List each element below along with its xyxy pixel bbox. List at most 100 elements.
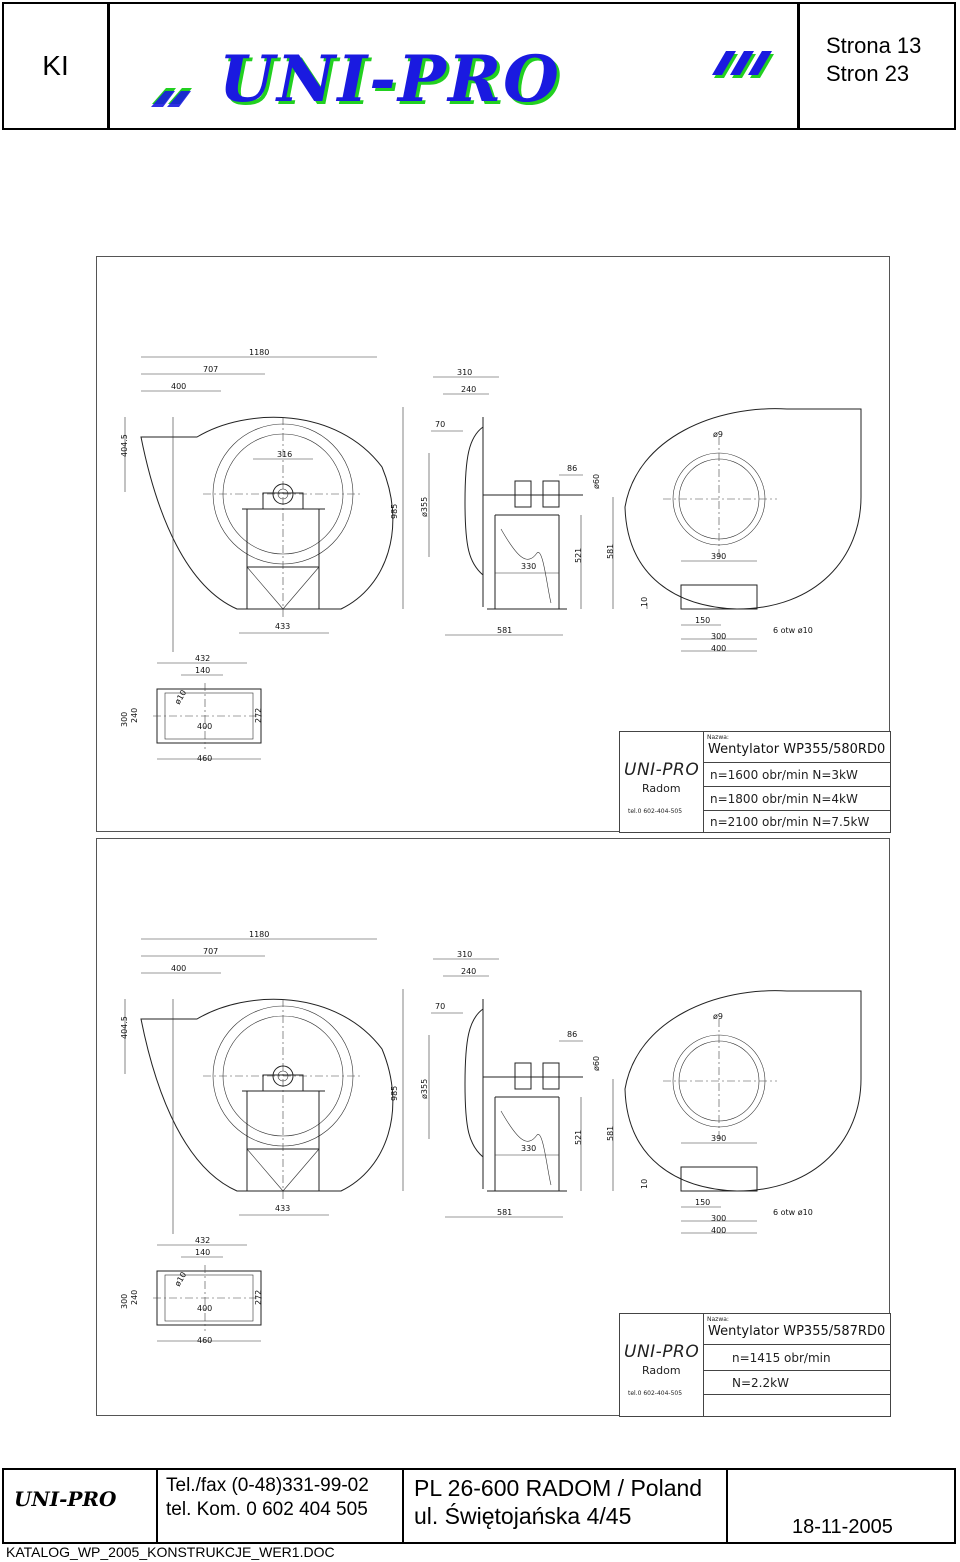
svg-text:400: 400 xyxy=(197,1304,212,1313)
company-phone: tel.0 602-404-505 xyxy=(628,1390,683,1397)
file-name: KATALOG_WP_2005_KONSTRUKCJE_WER1.DOC xyxy=(6,1544,335,1560)
spec-row: n=1415 obr/min xyxy=(704,1344,890,1370)
svg-text:432: 432 xyxy=(195,654,210,663)
svg-text:390: 390 xyxy=(711,1134,726,1143)
spec-row: n=1800 obr/min N=4kW xyxy=(704,786,890,810)
company-stamp: UNI-PRO Radom tel.0 602-404-505 xyxy=(620,732,704,832)
tel-mobile: tel. Kom. 0 602 404 505 xyxy=(166,1499,368,1520)
svg-text:6 otw ø10: 6 otw ø10 xyxy=(773,626,813,635)
footer-phone-cell: Tel./fax (0-48)331-99-02 tel. Kom. 0 602… xyxy=(158,1470,404,1542)
svg-text:UNI-PRO: UNI-PRO xyxy=(222,45,564,120)
svg-text:581: 581 xyxy=(606,544,615,559)
svg-text:1180: 1180 xyxy=(249,930,269,939)
svg-text:581: 581 xyxy=(497,1208,512,1217)
svg-text:150: 150 xyxy=(695,1198,710,1207)
svg-text:985: 985 xyxy=(390,504,399,519)
uni-pro-logo: UNI-PRO UNI-PRO xyxy=(151,42,774,120)
fan-drawing-1: 1180 707 400 310 240 70 316 404.5 985 xyxy=(120,348,862,763)
company-name: UNI-PRO xyxy=(624,1342,700,1362)
svg-text:ø9: ø9 xyxy=(713,430,723,439)
svg-text:330: 330 xyxy=(521,1144,536,1153)
svg-text:390: 390 xyxy=(711,552,726,561)
title-block: UNI-PRO Radom tel.0 602-404-505 Nazwa: W… xyxy=(619,1313,891,1417)
svg-text:985: 985 xyxy=(390,1086,399,1101)
svg-text:272: 272 xyxy=(254,1290,263,1305)
svg-text:433: 433 xyxy=(275,1204,290,1213)
svg-text:86: 86 xyxy=(567,1030,577,1039)
svg-text:10: 10 xyxy=(640,597,649,607)
name-label: Nazwa: xyxy=(707,1316,729,1323)
title-block: UNI-PRO Radom tel.0 602-404-505 Nazwa: W… xyxy=(619,731,891,833)
svg-text:400: 400 xyxy=(711,644,726,653)
svg-text:581: 581 xyxy=(497,626,512,635)
fan-model-title: Wentylator WP355/587RD0 xyxy=(708,1324,886,1339)
svg-text:140: 140 xyxy=(195,666,210,675)
svg-text:240: 240 xyxy=(461,385,476,394)
tel-fax: Tel./fax (0-48)331-99-02 xyxy=(166,1475,369,1496)
svg-text:707: 707 xyxy=(203,947,218,956)
footer-date-cell: 18-11-2005 xyxy=(728,1470,954,1542)
svg-text:707: 707 xyxy=(203,365,218,374)
svg-text:310: 310 xyxy=(457,368,472,377)
company-logo-cell: UNI-PRO UNI-PRO xyxy=(110,4,800,128)
svg-text:150: 150 xyxy=(695,616,710,625)
spec-row: n=1600 obr/min N=3kW xyxy=(704,762,890,786)
svg-text:240: 240 xyxy=(461,967,476,976)
svg-text:521: 521 xyxy=(574,1130,583,1145)
svg-text:300: 300 xyxy=(120,712,129,727)
svg-text:ø355: ø355 xyxy=(420,1079,429,1099)
svg-text:ø355: ø355 xyxy=(420,497,429,517)
spec-row: N=2.2kW xyxy=(704,1370,890,1394)
svg-text:1180: 1180 xyxy=(249,348,269,357)
svg-text:521: 521 xyxy=(574,548,583,563)
page-header: KI UNI-PRO UNI-PRO Strona 13 Stron 23 xyxy=(2,2,956,130)
svg-text:300: 300 xyxy=(711,632,726,641)
svg-text:ø9: ø9 xyxy=(713,1012,723,1021)
footer-logo-cell: UNI-PRO xyxy=(4,1470,158,1542)
page-number-cell: Strona 13 Stron 23 xyxy=(800,4,954,128)
page-count: Stron 23 xyxy=(826,61,910,86)
svg-text:404.5: 404.5 xyxy=(120,1016,129,1039)
company-name: UNI-PRO xyxy=(624,760,700,780)
svg-text:ø60: ø60 xyxy=(592,1056,601,1071)
company-city: Radom xyxy=(642,1364,681,1377)
svg-text:UNI-PRO: UNI-PRO xyxy=(14,1487,117,1511)
address-city: PL 26-600 RADOM / Poland xyxy=(414,1475,703,1501)
svg-text:400: 400 xyxy=(197,722,212,731)
spec-row-empty xyxy=(704,1394,890,1416)
company-stamp: UNI-PRO Radom tel.0 602-404-505 xyxy=(620,1314,704,1416)
company-city: Radom xyxy=(642,782,681,795)
svg-text:70: 70 xyxy=(435,1002,445,1011)
svg-text:330: 330 xyxy=(521,562,536,571)
footer-logo: UNI-PRO xyxy=(14,1487,117,1511)
svg-text:240: 240 xyxy=(130,1290,139,1305)
svg-text:400: 400 xyxy=(171,964,186,973)
svg-text:310: 310 xyxy=(457,950,472,959)
svg-text:70: 70 xyxy=(435,420,445,429)
svg-text:581: 581 xyxy=(606,1126,615,1141)
svg-text:ø10: ø10 xyxy=(173,1270,188,1288)
svg-text:ø60: ø60 xyxy=(592,474,601,489)
svg-text:UNI-PRO: UNI-PRO xyxy=(219,42,561,117)
svg-text:140: 140 xyxy=(195,1248,210,1257)
document-date: 18-11-2005 xyxy=(792,1516,893,1538)
name-label: Nazwa: xyxy=(707,734,729,741)
svg-text:316: 316 xyxy=(277,450,292,459)
technical-drawing-sheet-2: 1180 707 400 310 240 70 404.5 985 433 xyxy=(96,838,891,1417)
svg-text:300: 300 xyxy=(711,1214,726,1223)
technical-drawing-sheet-1: 1180 707 400 310 240 70 316 404.5 985 xyxy=(96,256,891,833)
spec-row: n=2100 obr/min N=7.5kW xyxy=(704,810,890,832)
svg-text:433: 433 xyxy=(275,622,290,631)
svg-text:400: 400 xyxy=(711,1226,726,1235)
document-code: KI xyxy=(4,4,110,128)
svg-text:400: 400 xyxy=(171,382,186,391)
page-number: Strona 13 xyxy=(826,33,922,58)
svg-text:240: 240 xyxy=(130,708,139,723)
svg-text:300: 300 xyxy=(120,1294,129,1309)
address-street: ul. Świętojańska 4/45 xyxy=(414,1503,632,1529)
svg-text:272: 272 xyxy=(254,708,263,723)
svg-text:404.5: 404.5 xyxy=(120,434,129,457)
title-block-content: Nazwa: Wentylator WP355/580RD0 n=1600 ob… xyxy=(704,732,890,832)
fan-drawing-2: 1180 707 400 310 240 70 404.5 985 433 xyxy=(120,930,862,1345)
svg-text:10: 10 xyxy=(640,1179,649,1189)
